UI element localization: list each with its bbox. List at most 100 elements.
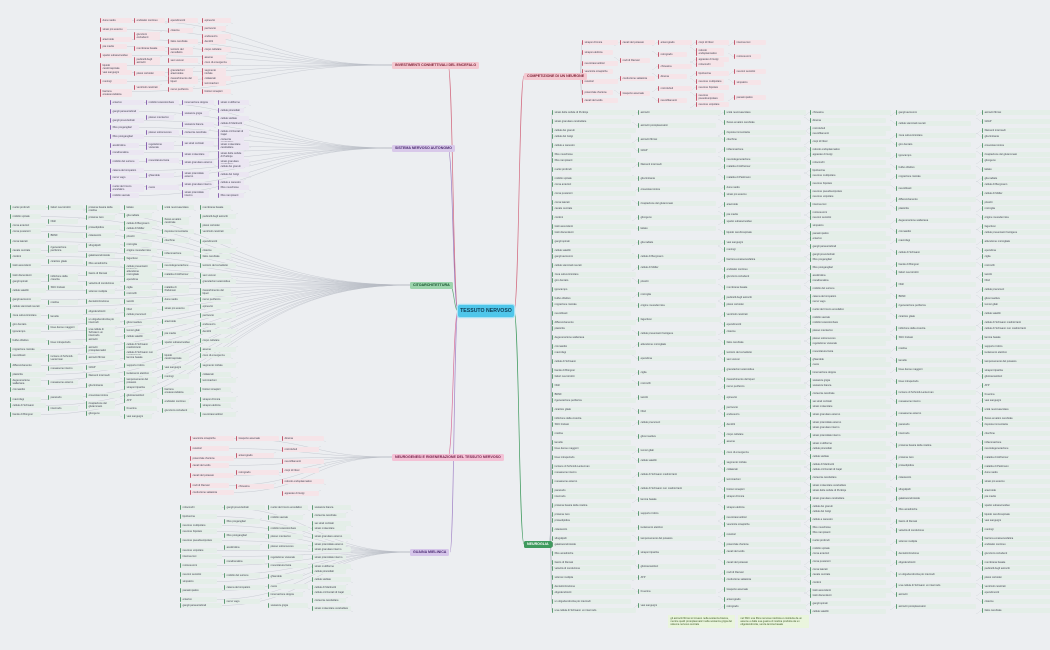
node-t3-3-6[interactable]: strato molecolare cerebellare xyxy=(218,142,250,150)
node-t1-3-0[interactable]: epinevrio xyxy=(202,18,232,23)
node-t7-0-2[interactable]: cellule dei granuli xyxy=(552,128,637,133)
node-t4-3-24[interactable]: tamponamento del potassio xyxy=(124,377,158,385)
node-t4-2-3[interactable]: colesterolo xyxy=(86,233,116,238)
node-t3-2-5[interactable]: strato molecolare xyxy=(182,152,210,157)
node-t4-4-5[interactable]: neurodegenerazione xyxy=(162,263,190,268)
node-t7-1-3[interactable]: GFAP xyxy=(638,148,717,153)
node-t7-5-51[interactable]: vasi sanguigni xyxy=(982,518,1050,523)
node-t4-0-16[interactable]: bulbo olfattivo xyxy=(10,338,47,343)
node-t3-3-13[interactable]: fibre rampicanti xyxy=(218,193,245,198)
node-t6-0-0[interactable]: mitocondri xyxy=(180,505,223,510)
node-t1-0-0[interactable]: dura madre xyxy=(100,18,133,23)
node-t4-4-3[interactable]: citochine xyxy=(162,238,190,243)
node-t7-3-43[interactable]: strato granulare esterno xyxy=(810,412,887,417)
node-t4-4-11[interactable]: pia madre xyxy=(162,331,190,336)
node-t1-3-8[interactable]: collaterali xyxy=(202,76,232,81)
node-t4-4-10[interactable]: aracnoide xyxy=(162,319,195,324)
node-t7-2-53[interactable]: anterogrado xyxy=(724,597,802,602)
node-t4-1-5[interactable]: inibizione della crescita xyxy=(48,274,79,282)
node-t4-3-11[interactable]: ciglia xyxy=(124,285,153,290)
node-t5-0-1[interactable]: recettori xyxy=(190,446,230,451)
node-t7-0-20[interactable]: zona subventricolare xyxy=(552,272,637,277)
node-t4-2-12[interactable]: un oligodendrocita più internodi xyxy=(86,317,121,325)
node-t7-3-59[interactable]: fibre muschiose xyxy=(810,525,887,530)
node-t7-0-34[interactable]: NGF xyxy=(552,383,637,388)
node-t7-2-54[interactable]: retrogrado xyxy=(724,604,807,609)
node-t3-0-11[interactable]: midollo sacrale xyxy=(110,193,140,198)
node-t4-1-0[interactable]: fattori neurotrofici xyxy=(48,205,84,210)
node-t7-1-26[interactable]: tumori gliali xyxy=(638,448,722,453)
node-t7-5-38[interactable]: flusso ematico cerebrale xyxy=(982,416,1050,421)
node-t7-0-62[interactable]: una cellula di Schwann un internodo xyxy=(552,608,637,613)
node-t7-0-11[interactable]: corna laterali xyxy=(552,200,632,205)
node-t7-3-24[interactable]: noradrenalina xyxy=(810,278,892,283)
node-t7-0-26[interactable]: differenziamento xyxy=(552,320,637,325)
node-t4-1-12[interactable]: mesassone interno xyxy=(48,366,84,371)
node-t7-3-45[interactable]: strato granulare interno xyxy=(810,425,887,430)
node-t7-2-43[interactable]: sinapsi elettrica xyxy=(724,505,802,510)
node-t7-2-46[interactable]: recettori xyxy=(724,532,807,537)
node-t3-2-3[interactable]: corteccia cerebrale xyxy=(182,130,210,135)
node-t4-5-5[interactable]: cisterne xyxy=(200,248,237,253)
node-t2-3-0[interactable]: corpi di Nissl xyxy=(696,40,730,45)
node-t2-0-6[interactable]: canali del sodio xyxy=(582,98,619,103)
node-t7-5-30[interactable]: isolamento elettrico xyxy=(982,350,1050,355)
node-t7-2-30[interactable]: nervo periferico xyxy=(724,384,807,389)
node-t3-3-11[interactable]: cellule a canestro xyxy=(218,180,245,185)
node-t7-4-7[interactable]: neuroblasti xyxy=(896,186,972,191)
node-t6-2-7[interactable]: ghiandole xyxy=(268,574,304,579)
node-t2-4-3[interactable]: simpatico xyxy=(734,80,762,85)
node-t4-5-4[interactable]: ependimociti xyxy=(200,239,232,244)
node-t4-5-22[interactable]: bottoni sinaptici xyxy=(200,387,232,392)
node-t4-3-7[interactable]: fagocitosi xyxy=(124,256,153,261)
node-t7-0-0[interactable]: strato delle cellule di Purkinje xyxy=(552,110,637,115)
node-t2-0-0[interactable]: sinapsi chimica xyxy=(582,40,619,45)
node-t7-4-30[interactable]: internodo xyxy=(896,431,977,436)
node-t7-5-21[interactable]: NG2 xyxy=(982,278,1050,283)
node-t2-3-5[interactable]: neurone multipolare xyxy=(696,79,725,84)
node-t7-0-27[interactable]: plasticità xyxy=(552,326,632,331)
node-t7-5-40[interactable]: citochine xyxy=(982,431,1050,436)
node-t7-3-4[interactable]: corpi di Nissl xyxy=(810,139,892,144)
node-t4-1-10[interactable]: linee intraperiodo xyxy=(48,340,84,345)
node-t4-3-1[interactable]: glia radiale xyxy=(124,213,153,218)
node-t7-5-10[interactable]: cellule di Müller xyxy=(982,191,1050,196)
node-t7-3-3[interactable]: neurofilamenti xyxy=(810,131,887,136)
node-t7-4-15[interactable]: fattori neurotrofici xyxy=(896,270,972,275)
node-t6-0-12[interactable]: gangli paravertebrali xyxy=(180,603,223,608)
node-t7-4-22[interactable]: mielina xyxy=(896,346,977,351)
node-t7-5-24[interactable]: tumori gliali xyxy=(982,302,1050,307)
node-t4-3-15[interactable]: cellule precursori xyxy=(124,312,153,317)
node-t7-3-64[interactable]: corna posteriori xyxy=(810,559,892,564)
node-t7-3-21[interactable]: fibre pregangliari xyxy=(810,257,887,262)
node-t4-4-4[interactable]: infiammazione xyxy=(162,251,195,256)
node-t7-1-30[interactable]: lamina basale xyxy=(638,497,722,502)
node-t7-4-18[interactable]: rigenerazione periferica xyxy=(896,303,977,308)
node-t7-3-61[interactable]: nuclei profondi xyxy=(810,538,887,543)
node-t4-0-2[interactable]: corna anteriori xyxy=(10,223,47,228)
node-t7-5-29[interactable]: supporto trofico xyxy=(982,344,1050,349)
node-t4-5-8[interactable]: seni venosi xyxy=(200,273,232,278)
node-t7-3-29[interactable]: midollo sacrale xyxy=(810,315,887,320)
node-t7-5-55[interactable]: giunzioni occludenti xyxy=(982,551,1050,556)
node-t7-2-22[interactable]: ventricoli cerebrali xyxy=(724,312,807,317)
node-t7-3-23[interactable]: acetilcolina xyxy=(810,273,887,278)
node-t7-0-40[interactable]: mielina xyxy=(552,431,637,436)
node-t1-2-2[interactable]: falce cerebrale xyxy=(168,39,199,44)
node-t2-2-2[interactable]: chinesina xyxy=(658,64,693,69)
node-t7-0-29[interactable]: cromatolisi xyxy=(552,344,632,349)
node-t4-0-9[interactable]: gangli spinali xyxy=(10,279,42,284)
node-t7-1-13[interactable]: pituiciti xyxy=(638,279,717,284)
node-t1-1-3[interactable]: pedicelli degli astrociti xyxy=(134,57,161,65)
node-t7-2-49[interactable]: canali del potassio xyxy=(724,560,802,565)
node-t7-0-31[interactable]: cellule di Schwann xyxy=(552,359,632,364)
node-t6-0-1[interactable]: lipofuscina xyxy=(180,514,218,519)
node-t4-0-23[interactable]: macrofagi xyxy=(10,397,42,402)
node-t7-3-35[interactable]: ghiandole xyxy=(810,357,887,362)
node-t5-2-5[interactable]: apparato di Golgi xyxy=(282,491,320,496)
node-t5-0-0[interactable]: vescicole sinaptiche xyxy=(190,436,235,441)
node-t7-5-48[interactable]: pia madre xyxy=(982,494,1050,499)
node-t7-4-40[interactable]: sclerosi multipla xyxy=(896,539,977,544)
node-t7-4-45[interactable]: astrociti xyxy=(896,592,972,597)
node-t2-0-3[interactable]: vescicole sinaptiche xyxy=(582,69,614,74)
